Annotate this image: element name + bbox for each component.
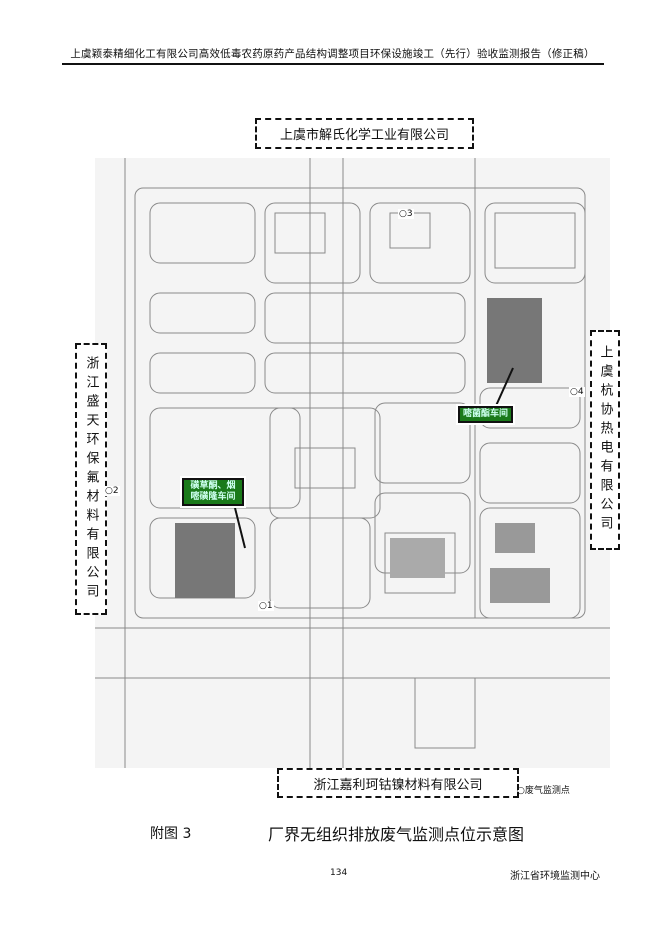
page-number: 134 [330, 868, 348, 878]
header-rule [62, 63, 604, 65]
figure-number: 附图 3 [150, 826, 192, 842]
workshop-label-mesotrione: 磺草酮、烟嘧磺隆车间 [180, 476, 246, 508]
workshop-label-azoxystrobin: 嘧菌酯车间 [455, 404, 516, 425]
monitoring-point-4: ○4 [569, 387, 585, 397]
site-plan-drawing [95, 158, 610, 768]
neighbor-south-label: 浙江嘉利珂钴镍材料有限公司 [277, 768, 519, 798]
neighbor-west-label: 浙江盛天环保氟材料有限公司 [75, 343, 107, 615]
neighbor-east-label: 上虞杭协热电有限公司 [590, 330, 620, 550]
monitoring-point-2: ○2 [104, 486, 120, 496]
legend-monitoring-point: ○废气监测点 [517, 786, 570, 796]
neighbor-west-text: 浙江盛天环保氟材料有限公司 [83, 355, 99, 603]
report-header: 上虞颖泰精细化工有限公司高效低毒农药原药产品结构调整项目环保设施竣工（先行）验收… [70, 48, 595, 60]
neighbor-north-label: 上虞市解氏化学工业有限公司 [255, 118, 474, 149]
neighbor-east-text: 上虞杭协热电有限公司 [597, 345, 613, 535]
figure-title: 厂界无组织排放废气监测点位示意图 [268, 825, 525, 844]
neighbor-north-text: 上虞市解氏化学工业有限公司 [279, 128, 449, 143]
footer-organization: 浙江省环境监测中心 [510, 871, 600, 882]
monitoring-point-3: ○3 [398, 209, 414, 219]
monitoring-point-1: ○1 [258, 601, 274, 611]
neighbor-south-text: 浙江嘉利珂钴镍材料有限公司 [313, 777, 483, 793]
